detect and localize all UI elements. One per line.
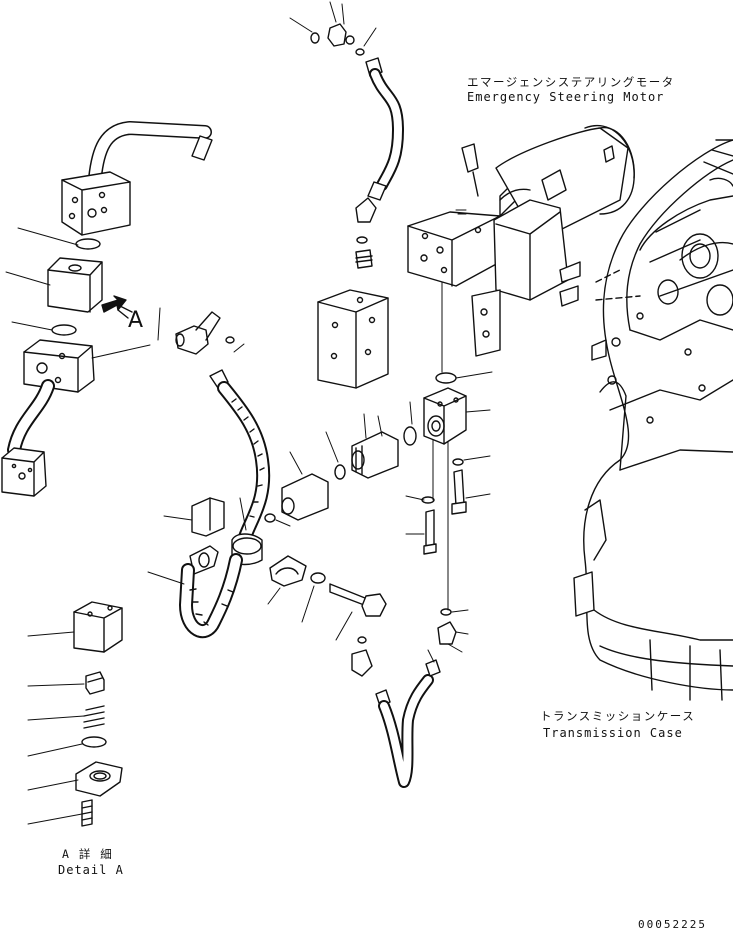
callout-a: A — [128, 308, 144, 333]
left-hose-assembly — [147, 311, 326, 639]
upper-left-block-with-pipe — [61, 121, 213, 236]
transmission-case — [559, 139, 733, 701]
detail-a-label-jp: A 詳 細 — [62, 847, 114, 861]
detail-a-label-en: Detail A — [58, 863, 124, 877]
o-ring-lower — [51, 324, 77, 336]
o-ring-upper — [75, 238, 101, 250]
bolt-and-lower-hose — [329, 583, 469, 788]
lower-left-block-with-pipe — [1, 339, 95, 497]
adapter-block — [47, 257, 103, 313]
top-fittings — [289, 1, 377, 56]
emergency-steering-motor — [407, 124, 635, 357]
hose-upper — [355, 57, 404, 269]
emergency-motor-label-en: Emergency Steering Motor — [467, 90, 665, 104]
transmission-case-label-jp: トランスミッションケース — [540, 709, 696, 723]
valve-block — [317, 289, 389, 389]
manifold-block-right — [405, 281, 493, 611]
arrow-to-a — [101, 295, 133, 319]
document-number: 00052225 — [638, 918, 707, 930]
detail-a-parts — [27, 601, 123, 827]
leader-lines-left-upper — [5, 227, 161, 359]
emergency-motor-label-jp: エマージェンシステアリングモータ — [467, 75, 675, 89]
transmission-case-label-en: Transmission Case — [543, 726, 683, 740]
fittings-cluster — [281, 401, 417, 521]
